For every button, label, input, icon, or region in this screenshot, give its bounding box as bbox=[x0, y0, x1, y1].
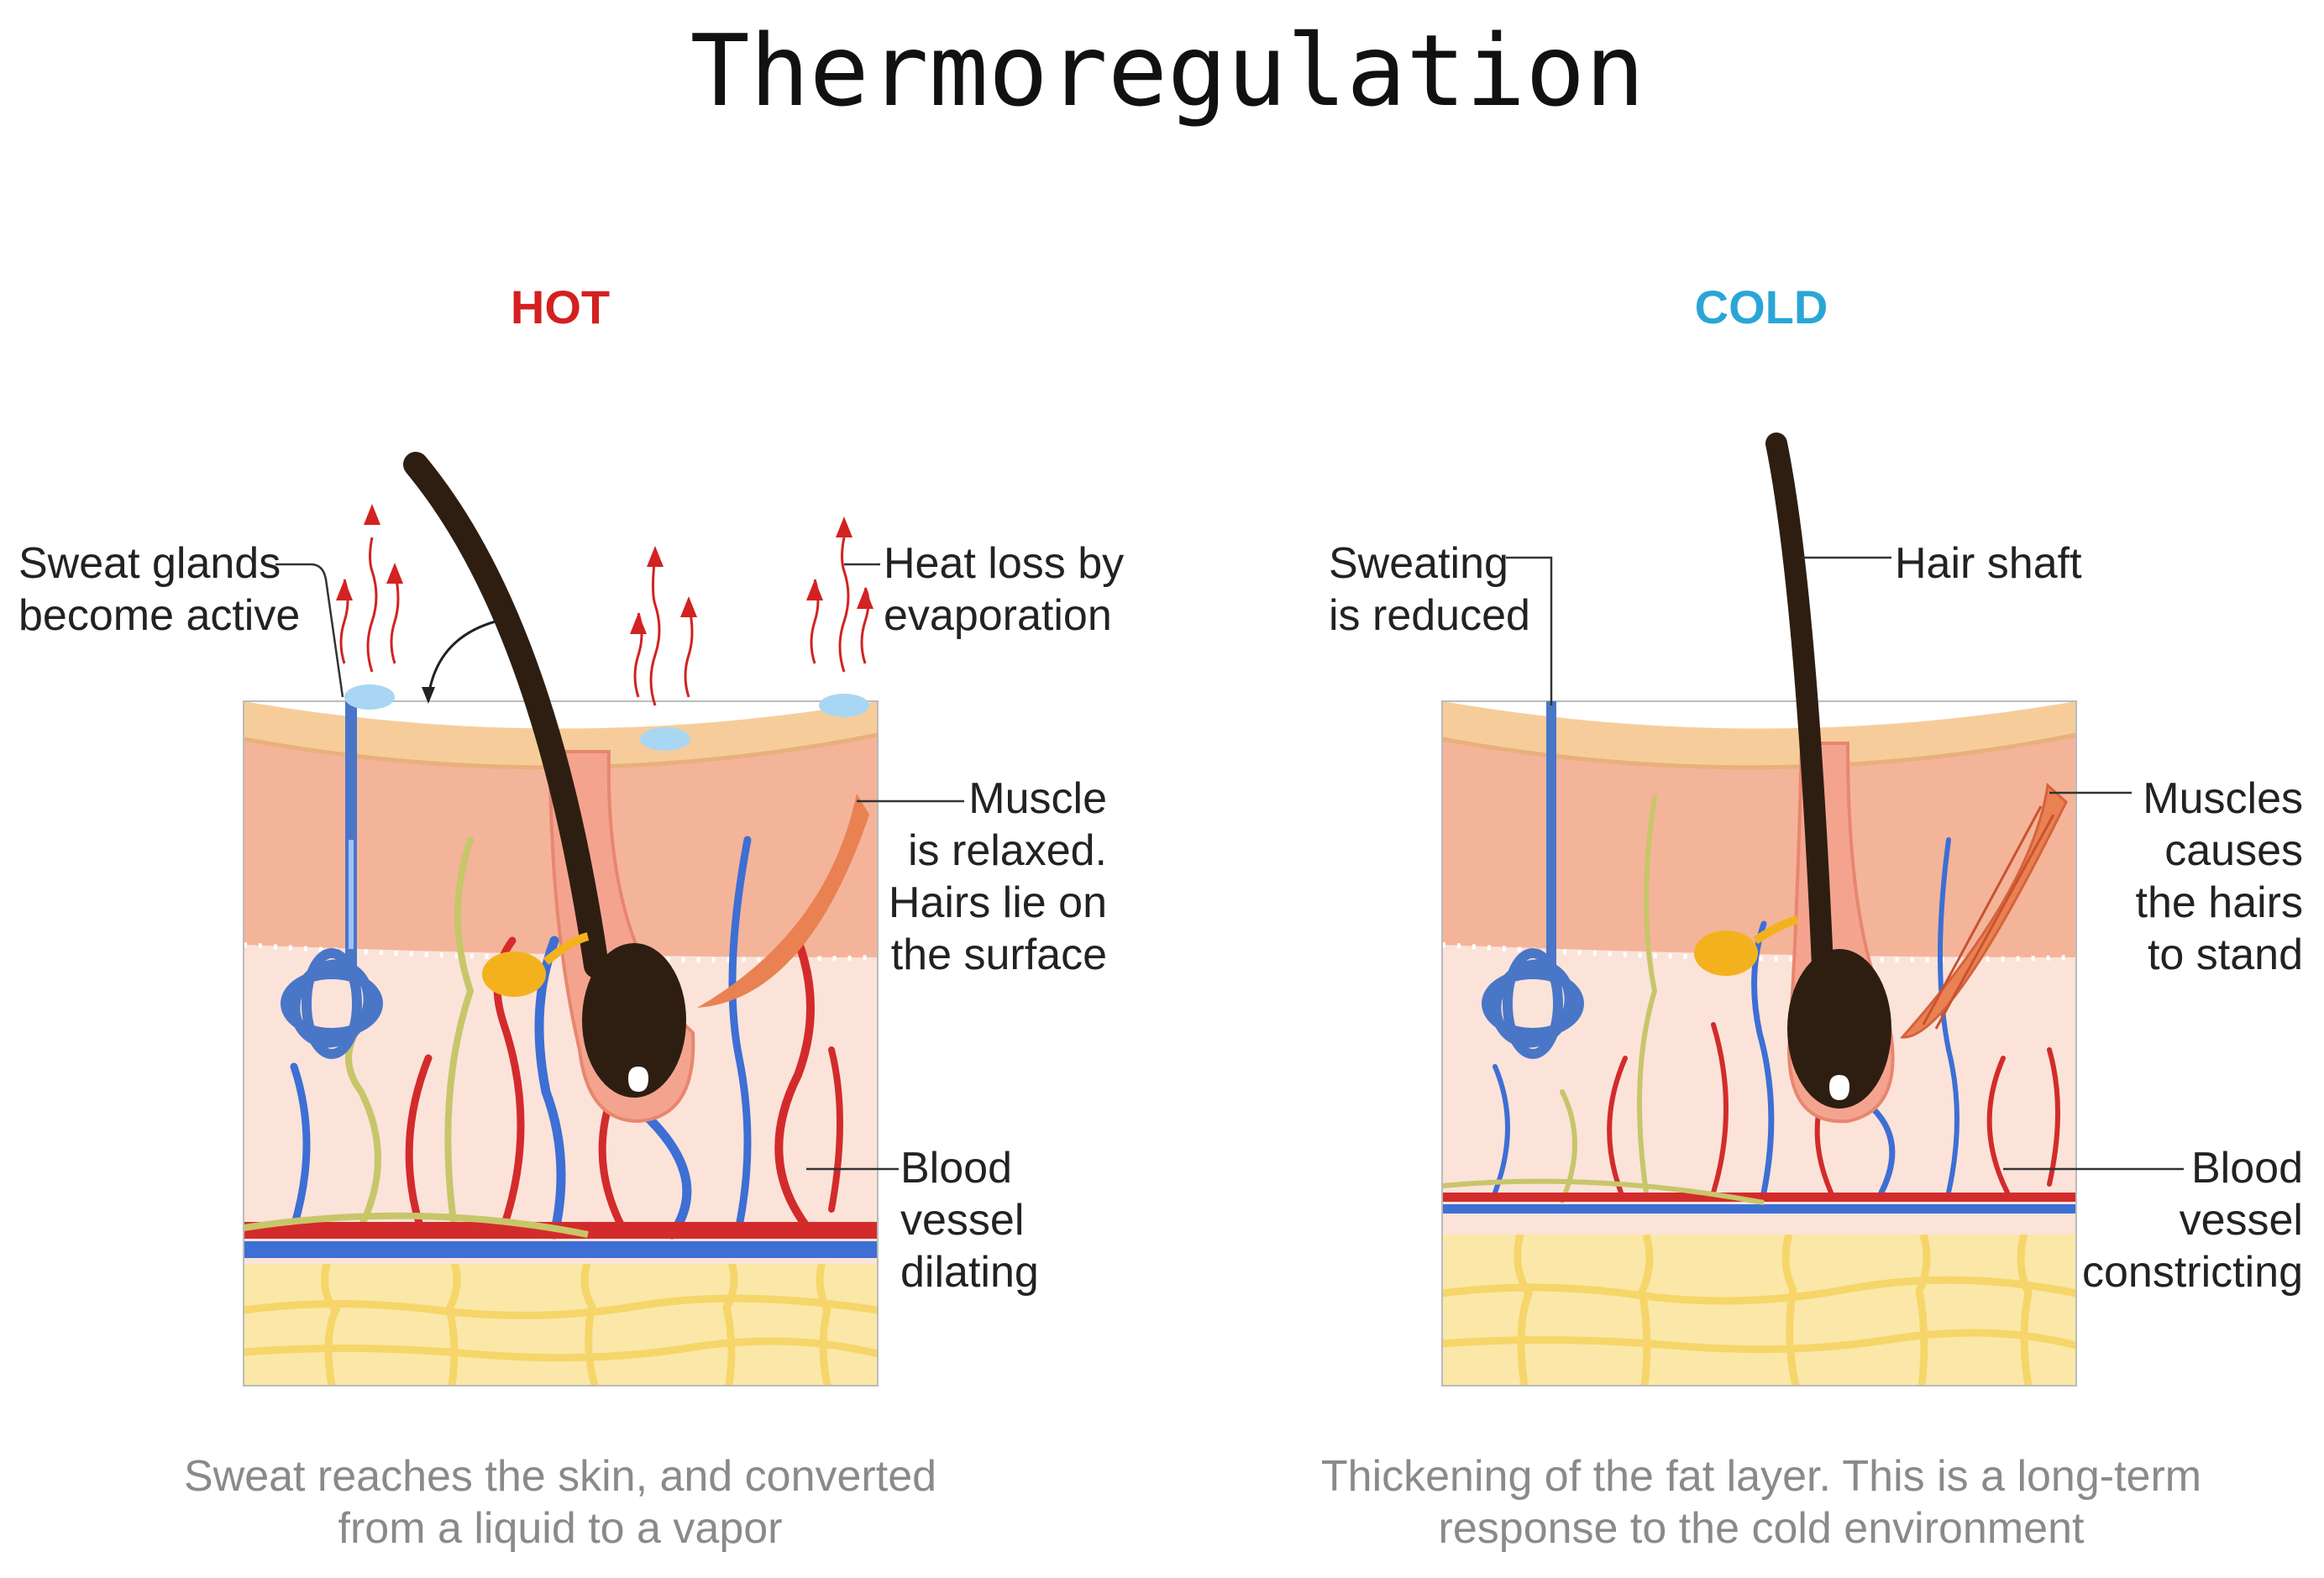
cold-label-muscles-1: Muscles bbox=[2143, 774, 2303, 823]
cold-label-muscles-3: the hairs bbox=[2136, 878, 2303, 927]
cold-skin-section bbox=[1441, 433, 2077, 1387]
cold-vein bbox=[1442, 1204, 2076, 1214]
cold-caption-1: Thickening of the fat layer. This is a l… bbox=[1321, 1452, 2201, 1501]
hot-heading: HOT bbox=[511, 280, 610, 333]
hot-label-muscle-4: the surface bbox=[891, 931, 1107, 979]
hot-label-heat-loss-1: Heat loss by bbox=[884, 539, 1124, 588]
figure-title: Thermoregulation bbox=[690, 13, 1645, 128]
hot-skin-section bbox=[243, 452, 879, 1387]
cold-label-hair-shaft: Hair shaft bbox=[1895, 539, 2082, 588]
hot-label-muscle-3: Hairs lie on bbox=[889, 878, 1107, 927]
cold-fat-layer bbox=[1442, 1230, 2076, 1386]
hot-label-blood-vessel-2: vessel bbox=[900, 1196, 1024, 1245]
cold-arrector-muscle bbox=[1899, 782, 2068, 1039]
cold-label-blood-vessel-2: vessel bbox=[2180, 1196, 2303, 1245]
hot-arrector-muscle bbox=[697, 794, 869, 1008]
hot-leader-lines bbox=[275, 563, 964, 1171]
hot-label-muscle-1: Muscle bbox=[968, 774, 1107, 823]
hot-caption-2: from a liquid to a vapor bbox=[338, 1504, 783, 1553]
hot-fat-cells bbox=[244, 1258, 878, 1386]
cold-caption-2: response to the cold environment bbox=[1439, 1504, 2085, 1553]
cold-sweat-gland bbox=[1482, 701, 1584, 1059]
cold-label-muscles-4: to stand bbox=[2148, 931, 2303, 979]
cold-hair-follicle bbox=[1694, 433, 1895, 1124]
cold-upper-dermis bbox=[1442, 701, 2076, 957]
cold-fat-cells bbox=[1442, 1233, 2076, 1386]
hot-sweat-droplets bbox=[344, 684, 869, 751]
hot-label-sweat-glands-2: become active bbox=[18, 591, 300, 640]
hot-fat-layer bbox=[244, 1256, 878, 1386]
cold-label-muscles-2: causes bbox=[2164, 826, 2303, 875]
hot-label-heat-loss-2: evaporation bbox=[884, 591, 1112, 640]
cold-heading: COLD bbox=[1695, 280, 1828, 333]
hot-label-muscle-2: is relaxed. bbox=[908, 826, 1107, 875]
cold-leader-lines bbox=[1506, 556, 2184, 1171]
cold-lower-dermis bbox=[1442, 945, 2076, 1235]
hot-caption-1: Sweat reaches the skin, and converted bbox=[184, 1452, 936, 1501]
hot-sweat-gland bbox=[281, 701, 383, 1059]
cold-epidermis bbox=[1442, 701, 2076, 768]
cold-label-sweating-2: is reduced bbox=[1329, 591, 1530, 640]
hot-vein bbox=[244, 1241, 878, 1258]
hot-hair-follicle bbox=[403, 452, 695, 1124]
cold-label-blood-vessel-3: constricting bbox=[2082, 1248, 2303, 1297]
hot-label-blood-vessel-3: dilating bbox=[900, 1248, 1039, 1297]
hot-epidermis bbox=[244, 701, 878, 768]
cold-label-blood-vessel-1: Blood bbox=[2191, 1144, 2303, 1193]
hot-label-sweat-glands-1: Sweat glands bbox=[18, 539, 281, 588]
hot-heat-arrows bbox=[339, 537, 870, 706]
cold-artery bbox=[1442, 1193, 2076, 1202]
hot-label-blood-vessel-1: Blood bbox=[900, 1144, 1012, 1193]
cold-label-sweating-1: Sweating bbox=[1329, 539, 1508, 588]
